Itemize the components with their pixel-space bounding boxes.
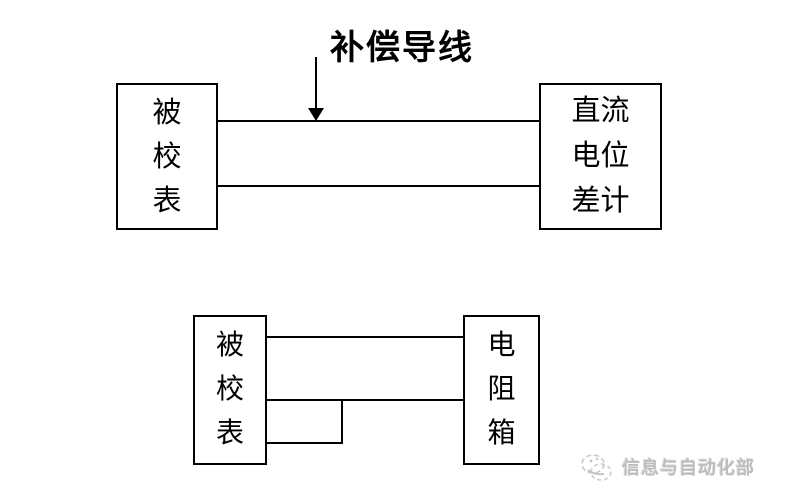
wire-bottom-lower	[267, 442, 343, 444]
watermark-text: 信息与自动化部	[622, 458, 755, 479]
box-meter-under-test-top: 被 校 表	[116, 83, 218, 230]
box-dc-potentiometer: 直流 电位 差计	[539, 83, 662, 230]
down-arrow-shaft	[315, 57, 317, 109]
down-arrow-icon	[308, 108, 324, 121]
wire-bottom-step	[341, 399, 343, 444]
compensation-wire-label: 补偿导线	[330, 28, 474, 68]
wire-bottom-middle	[267, 399, 463, 401]
wire-top-upper	[218, 120, 539, 122]
scribble-logo-icon	[581, 454, 612, 481]
wire-bottom-upper	[267, 336, 463, 338]
box-meter-under-test-bottom: 被 校 表	[193, 315, 267, 465]
wire-top-lower	[218, 185, 539, 187]
watermark: 信息与自动化部	[578, 450, 755, 484]
box-resistance-box: 电 阻 箱	[463, 315, 540, 465]
